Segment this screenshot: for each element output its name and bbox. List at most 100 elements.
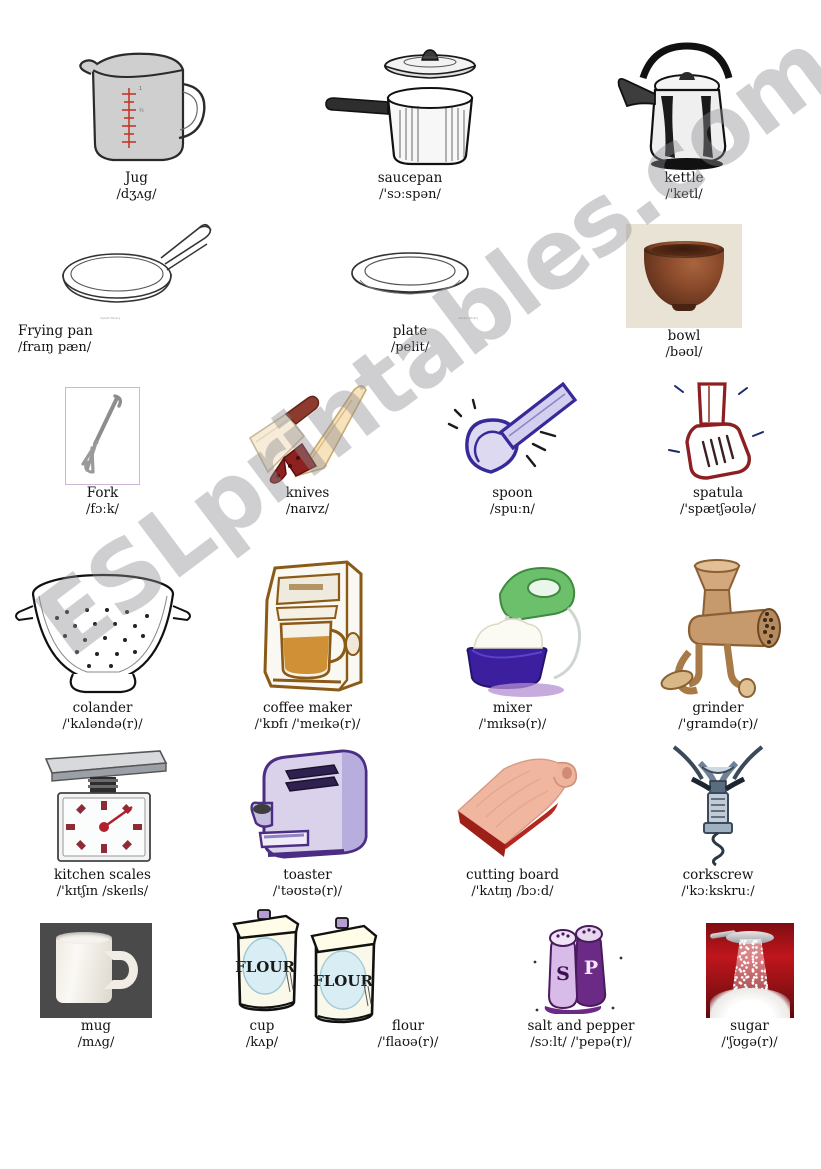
vocab-ipa: /sɔːlt/ /'pepə(r)/ — [530, 1034, 632, 1050]
mug-photo — [40, 918, 152, 1018]
fork-icon — [65, 380, 140, 485]
bowl-photo — [626, 218, 742, 328]
vocab-item-flour: flour /'flaʊə(r)/ — [332, 918, 484, 1052]
vocab-item-sugar: sugar /'ʃʊgə(r)/ — [678, 918, 821, 1052]
vocab-ipa: /'ʃʊgə(r)/ — [721, 1034, 778, 1050]
frying-pan-icon — [49, 218, 224, 323]
vocab-ipa: /'kɔːkskruː/ — [681, 883, 755, 899]
vocab-item-saucepan: saucepan /'sɔːspən/ — [273, 40, 547, 204]
vocab-item-frying-pan: clipart library Frying pan /fraɪŋ pæn/ — [0, 218, 273, 362]
vocab-row-5: kitchen scales /'kɪtʃɪn /skeɪls/ — [0, 745, 821, 901]
vocab-label: grinder — [692, 700, 744, 716]
vocab-label: toaster — [283, 867, 332, 883]
vocab-ipa: /pelit/ — [390, 339, 430, 355]
vocab-label: corkscrew — [682, 867, 754, 883]
mixer-icon — [438, 560, 588, 700]
vocab-label: knives — [285, 485, 330, 501]
vocab-label: sugar — [730, 1018, 769, 1034]
cup-icon: FLOUR — [212, 909, 312, 1018]
attribution-note: clipart library — [458, 317, 479, 320]
sugar-image — [705, 923, 794, 1018]
plate-icon — [328, 218, 493, 323]
spatula-icon — [653, 380, 783, 485]
vocab-label: flour — [391, 1018, 425, 1034]
flour-canister-text: FLOUR — [235, 958, 295, 976]
attribution-note: clipart library — [100, 317, 121, 320]
cutting-board-icon — [438, 745, 588, 867]
pepper-shaker-letter: P — [584, 957, 598, 979]
colander-icon — [15, 560, 191, 700]
vocab-item-coffee-maker: coffee maker /'kɒfɪ /'meɪkə(r)/ — [205, 560, 410, 734]
vocab-label: saucepan — [377, 170, 443, 186]
vocab-item-kitchen-scales: kitchen scales /'kɪtʃɪn /skeɪls/ — [0, 745, 205, 901]
vocab-ipa: /'təʊstə(r)/ — [272, 883, 343, 899]
vocab-label: cup — [249, 1018, 275, 1034]
vocab-label: kitchen scales — [54, 867, 151, 883]
vocab-ipa: /'ketl/ — [665, 186, 703, 202]
vocab-label: mixer — [492, 700, 533, 716]
vocab-item-mixer: mixer /'mɪksə(r)/ — [410, 560, 615, 734]
vocab-ipa: /'graɪndə(r)/ — [678, 716, 758, 732]
kitchen-scales-icon — [28, 745, 178, 867]
bowl-image — [626, 224, 742, 328]
vocab-item-bowl: bowl /bəʊl/ — [547, 218, 821, 362]
vocab-ipa: /fɔːk/ — [85, 501, 120, 517]
vocab-item-salt-pepper: P S salt and pepper /sɔːlt/ /'pepə(r)/ — [484, 918, 678, 1052]
vocab-ipa: /dʒʌg/ — [116, 186, 157, 202]
vocab-item-grinder: grinder /'graɪndə(r)/ — [615, 559, 821, 734]
vocab-label: kettle — [664, 170, 704, 186]
vocab-item-spatula: spatula /'spætʃəʊlə/ — [615, 380, 821, 519]
kettle-icon — [609, 40, 759, 170]
vocab-label: colander — [72, 700, 133, 716]
vocab-item-fork: Fork /fɔːk/ — [0, 380, 205, 519]
vocab-ipa: /'kɪtʃɪn /skeɪls/ — [56, 883, 149, 899]
vocab-item-colander: colander /'kʌləndə(r)/ — [0, 560, 205, 734]
vocab-ipa: /'sɔːspən/ — [379, 186, 441, 202]
spoon-icon — [435, 380, 590, 485]
vocab-label: Frying pan — [18, 323, 93, 339]
vocab-label: spoon — [492, 485, 533, 501]
svg-text:½: ½ — [139, 107, 144, 114]
vocab-item-spoon: spoon /spuːn/ — [410, 380, 615, 519]
vocab-item-mug: mug /mʌg/ — [0, 918, 192, 1052]
vocab-ipa: /naɪvz/ — [285, 501, 330, 517]
sugar-photo — [705, 918, 794, 1018]
vocab-ipa: /mʌg/ — [77, 1034, 115, 1050]
vocab-label: coffee maker — [262, 700, 353, 716]
vocab-ipa: /kʌp/ — [245, 1034, 279, 1050]
vocab-ipa: /fraɪŋ pæn/ — [18, 339, 92, 355]
vocab-ipa: /'mɪksə(r)/ — [478, 716, 547, 732]
toaster-icon — [238, 745, 378, 867]
vocab-label: spatula — [692, 485, 744, 501]
flour-canister-label: FLOUR — [313, 972, 373, 990]
flour-canister-art: FLOUR — [286, 917, 396, 1024]
vocab-ipa: /'kʌtɪŋ /bɔːd/ — [471, 883, 554, 899]
vocab-label: cutting board — [466, 867, 559, 883]
vocab-ipa: /'kɒfɪ /'meɪkə(r)/ — [254, 716, 361, 732]
vocab-label: salt and pepper — [527, 1018, 635, 1034]
svg-text:1: 1 — [139, 86, 142, 92]
vocab-ipa: /'spætʃəʊlə/ — [680, 501, 756, 517]
vocab-item-cutting-board: cutting board /'kʌtɪŋ /bɔːd/ — [410, 745, 615, 901]
vocab-label: bowl — [667, 328, 701, 344]
vocab-item-corkscrew: corkscrew /'kɔːkskruː/ — [615, 745, 821, 901]
fork-frame — [65, 387, 140, 485]
vocab-label: mug — [80, 1018, 112, 1034]
vocab-row-4: colander /'kʌləndə(r)/ coffee maker — [0, 559, 821, 734]
coffee-maker-icon — [243, 560, 373, 700]
vocab-ipa: /spuːn/ — [490, 501, 535, 517]
vocab-label: Jug — [125, 170, 148, 186]
grinder-icon — [643, 559, 793, 700]
knives-icon — [228, 380, 388, 485]
vocab-ipa: /bəʊl/ — [665, 344, 703, 360]
vocab-item-knives: knives /naɪvz/ — [205, 380, 410, 519]
vocab-label: plate — [392, 323, 428, 339]
mug-image — [40, 923, 152, 1018]
vocab-row-3: Fork /fɔːk/ knives — [0, 380, 821, 519]
saucepan-icon — [320, 40, 500, 170]
salt-pepper-icon: P S — [521, 918, 641, 1018]
